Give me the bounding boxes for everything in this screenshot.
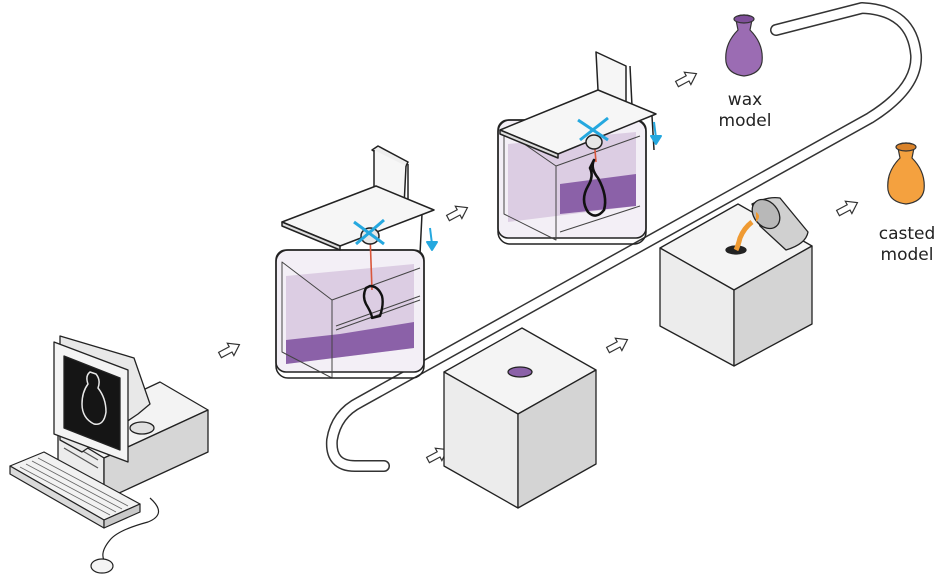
wax-label-line1: wax xyxy=(727,90,763,110)
casted-model-label: casted model xyxy=(874,224,940,266)
wax-model-icon xyxy=(725,14,763,77)
wax-label-line2: model xyxy=(718,111,772,131)
flow-arrow-icon xyxy=(217,342,241,359)
flow-arrow-icon xyxy=(835,200,859,217)
casted-model-icon xyxy=(887,142,925,205)
flow-arrow-icon xyxy=(445,205,469,222)
flow-arrow-icon xyxy=(605,337,629,354)
flow-arrows xyxy=(217,71,859,464)
conveyor-belt xyxy=(325,2,923,472)
keyboard-icon xyxy=(9,451,141,529)
resin-tank-icon xyxy=(497,51,662,245)
pour-bucket-icon xyxy=(733,196,809,252)
wax-model-label: wax model xyxy=(716,90,774,132)
resin-tank-icon xyxy=(275,145,438,379)
casted-label-line1: casted xyxy=(878,224,936,244)
computer-icon xyxy=(53,335,209,501)
mouse-icon xyxy=(90,497,160,574)
casted-label-line2: model xyxy=(880,245,934,265)
mold-box-icon xyxy=(443,327,597,509)
flow-arrow-icon xyxy=(674,71,698,88)
